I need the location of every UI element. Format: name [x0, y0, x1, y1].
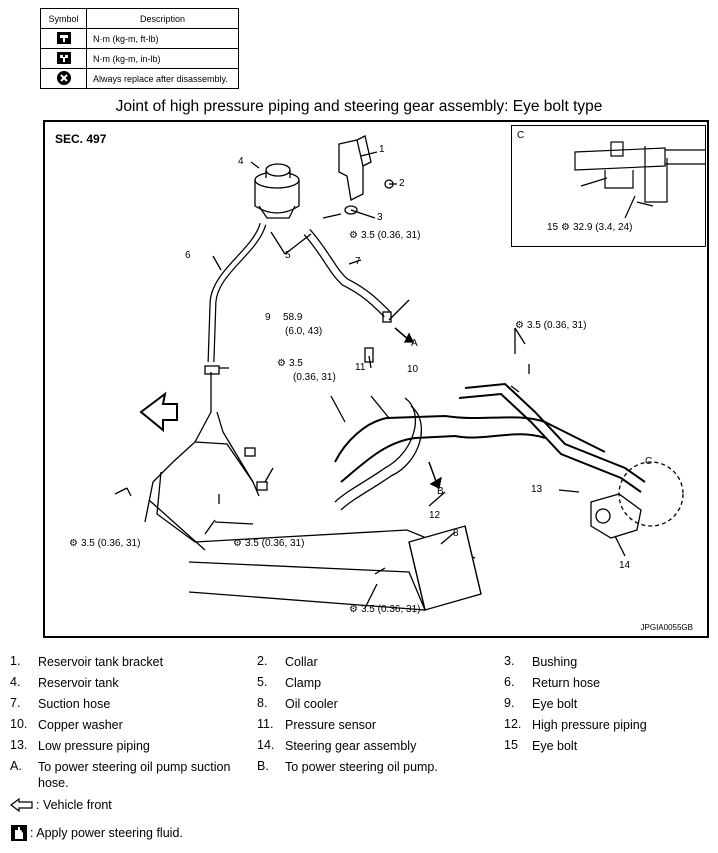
torque-spec-sub: (0.36, 31)	[293, 372, 336, 383]
torque-wrench-icon: ⚙	[69, 538, 78, 549]
bushing-drawing	[344, 205, 358, 215]
callout-3: 3	[377, 212, 383, 223]
legend-row: 7.Suction hose 8.Oil cooler 9.Eye bolt	[10, 696, 578, 711]
callout-6: 6	[185, 250, 191, 261]
callout-a: A	[411, 338, 418, 349]
torque-spec: ⚙3.5 (0.36, 31)	[349, 604, 421, 615]
fluid-can-icon	[11, 825, 27, 841]
low-pressure-piping-drawing	[464, 382, 646, 483]
parts-drawing	[114, 135, 705, 611]
symbol-header: Symbol	[40, 8, 87, 29]
torque-spec: ⚙32.9 (3.4, 24)	[561, 222, 633, 233]
torque-spec: ⚙3.5 (0.36, 31)	[233, 538, 305, 549]
legend-row: A.To power steering oil pump suction hos…	[10, 759, 438, 790]
detail-c-inset	[511, 125, 706, 247]
callout-7: 7	[355, 256, 361, 267]
callout-12: 12	[429, 510, 441, 521]
callout-11: 11	[355, 362, 366, 373]
callout-b: B	[437, 486, 444, 497]
callout-c: C	[645, 456, 653, 467]
vehicle-front-note: : Vehicle front	[10, 798, 112, 812]
torque-wrench-icon	[56, 31, 71, 44]
torque-spec: ⚙3.5 (0.36, 31)	[515, 320, 587, 331]
legend-row: 10.Copper washer 11.Pressure sensor 12.H…	[10, 717, 647, 732]
torque-spec-sub: (6.0, 43)	[285, 326, 323, 337]
steering-gear-drawing	[590, 493, 642, 539]
legend-row: 13.Low pressure piping 14.Steering gear …	[10, 738, 578, 753]
callout-9: 9	[265, 312, 271, 323]
torque-wrench-icon: ⚙	[349, 230, 358, 241]
symbol-description: N·m (kg-m, ft-lb)	[86, 28, 239, 49]
section-label: SEC. 497	[55, 132, 107, 146]
symbol-description: Always replace after disassembly.	[86, 68, 239, 89]
figure-code: JPGIA0055GB	[640, 623, 693, 632]
callout-c-inset: C	[517, 130, 525, 141]
detail-c-drawing	[574, 141, 705, 219]
reservoir-tank-drawing	[254, 163, 300, 219]
torque-spec: ⚙3.5 (0.36, 31)	[349, 230, 421, 241]
torque-wrench-icon: ⚙	[349, 604, 358, 615]
torque-wrench-small-icon	[56, 51, 71, 64]
figure-title: Joint of high pressure piping and steeri…	[115, 98, 603, 115]
exploded-diagram: SEC. 497	[43, 120, 709, 638]
vehicle-front-arrow	[139, 391, 178, 433]
vehicle-front-arrow-icon	[10, 798, 33, 812]
torque-spec: ⚙3.5 (0.36, 31)	[69, 538, 141, 549]
symbol-description: N·m (kg-m, in-lb)	[86, 48, 239, 69]
callout-15: 15	[547, 222, 559, 233]
torque-wrench-icon: ⚙	[561, 222, 570, 233]
symbol-table: Symbol Description N·m (kg-m, ft-lb) N·m…	[40, 8, 239, 89]
legend-row: 4.Reservoir tank 5.Clamp 6.Return hose	[10, 675, 601, 690]
torque-spec: 58.9	[283, 312, 303, 323]
torque-wrench-icon: ⚙	[277, 358, 286, 369]
callout-8: 8	[453, 528, 459, 539]
callout-2: 2	[399, 178, 405, 189]
callout-5: 5	[285, 250, 291, 261]
callout-1: 1	[379, 144, 385, 155]
description-header: Description	[86, 8, 239, 29]
callout-14: 14	[619, 560, 631, 571]
callout-10: 10	[407, 364, 419, 375]
bracket-drawing	[338, 139, 364, 201]
legend-row: 1.Reservoir tank bracket 2.Collar 3.Bush…	[10, 654, 578, 669]
torque-wrench-icon: ⚙	[233, 538, 242, 549]
always-replace-icon	[56, 70, 71, 85]
return-hose-drawing	[207, 222, 267, 363]
parts-legend: 1.Reservoir tank bracket 2.Collar 3.Bush…	[10, 654, 710, 795]
callout-4: 4	[238, 156, 244, 167]
callout-13: 13	[531, 484, 543, 495]
torque-spec: ⚙3.5	[277, 358, 303, 369]
torque-wrench-icon: ⚙	[515, 320, 524, 331]
apply-fluid-note: : Apply power steering fluid.	[10, 824, 183, 842]
